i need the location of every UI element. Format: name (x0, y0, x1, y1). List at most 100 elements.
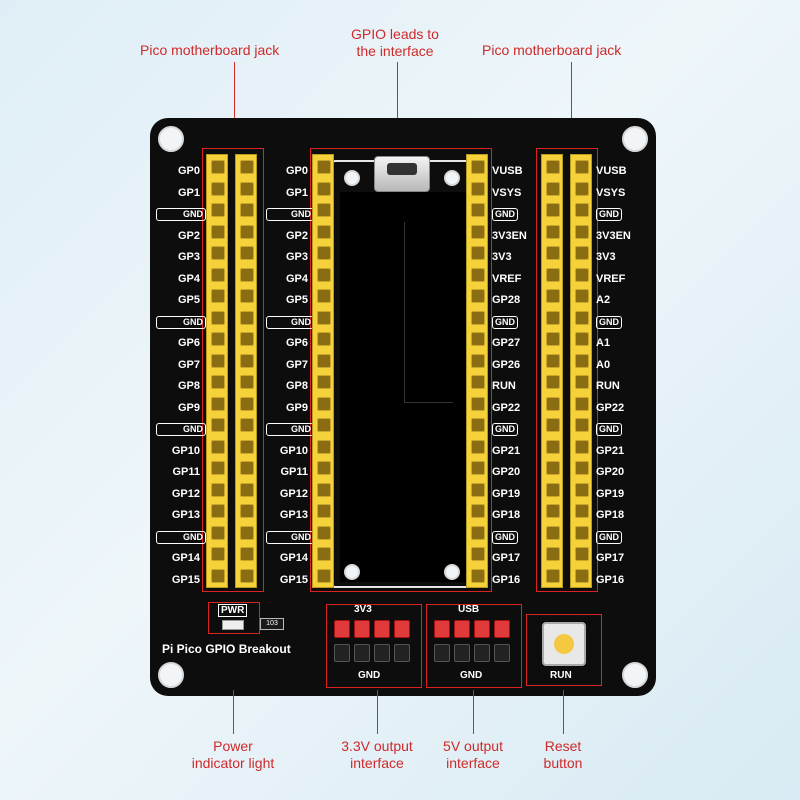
outer-right-pin-label-4: 3V3 (596, 251, 616, 263)
reset-button[interactable] (542, 622, 586, 666)
power-pin[interactable] (394, 620, 410, 638)
header-pin (546, 332, 560, 346)
gnd-label-usb: GND (460, 670, 483, 681)
header-pico-right[interactable] (466, 154, 488, 588)
header-pin (471, 246, 485, 260)
header-pin (546, 353, 560, 368)
power-pin[interactable] (434, 620, 450, 638)
reset-outline (526, 614, 602, 686)
pico-trace (404, 222, 453, 403)
center-pico-outline (310, 148, 492, 592)
mounting-hole-bottom-right (622, 662, 648, 688)
inner-left-pin-label-16: GP13 (279, 509, 308, 521)
inner-right-pin-label-19: GP16 (492, 573, 521, 586)
header-pin (211, 267, 225, 282)
power-pin[interactable] (334, 620, 350, 638)
v33-outline (326, 604, 422, 688)
ground-pin[interactable] (494, 644, 510, 662)
pico-hole-tl (344, 170, 360, 186)
ground-pin[interactable] (354, 644, 370, 662)
left-jack-outline (202, 148, 264, 592)
header-pin (211, 504, 225, 518)
header-pin (471, 396, 485, 411)
power-pin[interactable] (454, 620, 470, 638)
ground-pin[interactable] (434, 644, 450, 662)
header-pin (546, 547, 560, 561)
header-pin (471, 504, 485, 518)
header-right-outer[interactable] (570, 154, 592, 588)
header-pin (317, 332, 331, 346)
header-pin (546, 439, 560, 454)
header-pico-left[interactable] (312, 154, 334, 588)
callout-5v: 5V output interface (425, 738, 521, 772)
header-pin (471, 160, 485, 174)
header-pin (211, 418, 225, 432)
header-pin (471, 482, 485, 497)
reset-button-cap[interactable] (554, 634, 574, 654)
inner-right-pin-label-14: GP20 (492, 466, 521, 478)
power-pin[interactable] (494, 620, 510, 638)
header-3v3-label: 3V3 (354, 604, 372, 615)
header-pin (575, 396, 589, 411)
ground-pin[interactable] (334, 644, 350, 662)
header-pin (575, 246, 589, 260)
header-pin (471, 568, 485, 583)
header-pin (240, 310, 254, 325)
left-pin-label-6: GP5 (177, 294, 200, 306)
power-pin[interactable] (354, 620, 370, 638)
header-pin (211, 332, 225, 346)
header-pin (317, 310, 331, 325)
header-pin (317, 246, 331, 260)
left-pin-label-9: GP7 (177, 358, 200, 371)
header-pin (317, 353, 331, 368)
left-pin-label-17: GND (156, 530, 206, 544)
inner-right-pin-label-13: GP21 (492, 444, 521, 457)
outer-right-pin-label-0: VUSB (596, 165, 627, 177)
header-pin (575, 418, 589, 432)
outer-right-pin-label-18: GP17 (596, 552, 625, 564)
header-pin (471, 203, 485, 217)
inner-left-pin-label-0: GP0 (285, 165, 308, 177)
ground-pin[interactable] (374, 644, 390, 662)
header-pin (317, 181, 331, 196)
header-pin (575, 289, 589, 303)
header-pin (471, 375, 485, 389)
left-pin-label-15: GP12 (171, 487, 200, 500)
header-pin (546, 181, 560, 196)
header-pin (240, 160, 254, 174)
header-pin (471, 439, 485, 454)
header-right-inner[interactable] (541, 154, 563, 588)
inner-left-pin-label-7: GND (266, 315, 314, 329)
header-pin (211, 160, 225, 174)
header-pin (211, 461, 225, 475)
power-pin[interactable] (474, 620, 490, 638)
header-pin (471, 289, 485, 303)
ground-pin[interactable] (394, 644, 410, 662)
header-pin (575, 160, 589, 174)
ground-pin[interactable] (454, 644, 470, 662)
micro-usb-connector[interactable] (374, 156, 430, 192)
header-pin (546, 224, 560, 239)
outer-right-pin-label-14: GP20 (596, 466, 625, 478)
header-pin (211, 375, 225, 389)
header-pin (211, 353, 225, 368)
left-pin-label-16: GP13 (171, 509, 200, 521)
header-pin (546, 525, 560, 540)
ground-pin[interactable] (474, 644, 490, 662)
left-pin-label-1: GP1 (177, 186, 200, 199)
header-pin (211, 224, 225, 239)
left-pin-label-12: GND (156, 423, 206, 436)
header-left-outer[interactable] (206, 154, 228, 588)
inner-right-pin-label-16: GP18 (492, 509, 521, 521)
callout-3v3-line1: 3.3V output (341, 738, 413, 754)
header-left-inner[interactable] (235, 154, 257, 588)
left-pin-label-0: GP0 (177, 165, 200, 177)
callout-pico-jack-left: Pico motherboard jack (140, 42, 280, 58)
outer-right-pin-label-10: RUN (596, 380, 620, 392)
header-pin (240, 504, 254, 518)
callout-power-line1: Power (213, 738, 253, 754)
header-pin (575, 504, 589, 518)
power-pin[interactable] (374, 620, 390, 638)
header-pin (211, 181, 225, 196)
header-pin (317, 396, 331, 411)
